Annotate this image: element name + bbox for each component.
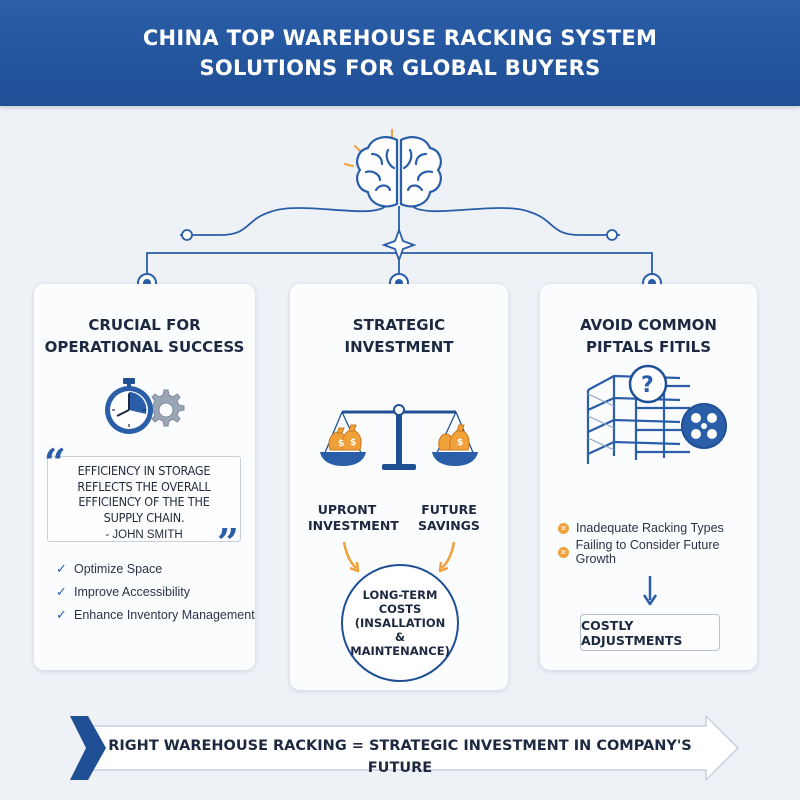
quote-text: EFFICIENCY IN STORAGE REFLECTS THE OVERA… xyxy=(48,463,240,525)
arrow-down-icon xyxy=(642,576,658,606)
svg-text:?: ? xyxy=(641,373,654,398)
checkmark-icon: ✓ xyxy=(56,606,67,622)
costly-adjustments-box: COSTLY ADJUSTMENTS xyxy=(580,614,720,651)
converging-arrows-icon xyxy=(342,541,456,573)
svg-text:$: $ xyxy=(457,438,463,448)
costs-line3: & MAINTENANCE) xyxy=(350,630,450,658)
card3-title-line2: PIFTALS FITILS xyxy=(585,338,712,356)
costs-line2: (INSALLATION xyxy=(354,616,446,630)
racking-question-icon: ? xyxy=(586,364,727,464)
list-item: ✕ Inadequate Racking Types xyxy=(558,516,757,540)
card1-title: CRUCIAL FOR OPERATIONAL SUCCESS xyxy=(34,314,255,358)
upfront-label-line2: INVESTMENT xyxy=(308,518,399,533)
future-label-line2: SAVINGS xyxy=(418,518,480,533)
checklist-item-label: Improve Accessibility xyxy=(74,584,191,599)
quote-author: - JOHN SMITH xyxy=(105,529,183,541)
future-savings-label: FUTURE SAVINGS xyxy=(414,502,484,534)
quote-box: EFFICIENCY IN STORAGE REFLECTS THE OVERA… xyxy=(47,456,241,542)
upfront-label-line1: UPRONT xyxy=(317,502,377,517)
header-banner: CHINA TOP WAREHOUSE RACKING SYSTEM SOLUT… xyxy=(0,0,800,106)
brain-icon xyxy=(356,136,442,208)
banner-arrow xyxy=(70,714,740,782)
upfront-investment-label: UPRONT INVESTMENT xyxy=(308,502,399,534)
card1-title-line1: CRUCIAL FOR xyxy=(88,316,201,334)
checklist-item-label: Optimize Space xyxy=(74,561,163,576)
quote-line2: REFLECTS THE OVERALL xyxy=(77,478,211,494)
pitfall-label: Failing to Consider Future Growth xyxy=(575,538,720,566)
card3-title-line1: AVOID COMMON xyxy=(580,316,717,334)
list-item: ✓ Enhance Inventory Management xyxy=(56,603,255,626)
checklist-item-label: Enhance Inventory Management xyxy=(74,607,255,622)
costs-line1: LONG-TERM COSTS xyxy=(362,588,438,616)
page-title-line1: CHINA TOP WAREHOUSE RACKING SYSTEM xyxy=(142,26,658,50)
checkmark-icon: ✓ xyxy=(56,583,67,599)
close-quote-icon: ” xyxy=(217,520,239,565)
quote-line3: EFFICIENCY OF THE THE xyxy=(78,494,210,509)
banner-text: RIGHT WAREHOUSE RACKING = STRATEGIC INVE… xyxy=(108,738,692,776)
future-label-line1: FUTURE xyxy=(421,502,477,517)
warning-x-icon: ✕ xyxy=(558,522,569,534)
card-strategic-investment: STRATEGIC INVESTMENT $ $ $ xyxy=(290,284,508,690)
card2-title: STRATEGIC INVESTMENT xyxy=(290,314,508,358)
open-quote-icon: “ xyxy=(44,440,66,485)
pitfall-list: ✕ Inadequate Racking Types ✕ Failing to … xyxy=(558,516,757,566)
card-operational-success: CRUCIAL FOR OPERATIONAL SUCCESS EFFICIEN… xyxy=(34,284,255,670)
quote-line1: EFFICIENCY IN STORAGE xyxy=(77,463,211,478)
card2-title-line1: STRATEGIC xyxy=(352,316,446,334)
page-title-line2: SOLUTIONS FOR GLOBAL BUYERS xyxy=(199,56,601,80)
card2-title-line2: INVESTMENT xyxy=(344,338,454,356)
warning-x-icon: ✕ xyxy=(558,546,569,558)
balance-scale-icon: $ $ $ xyxy=(320,404,478,470)
list-item: ✕ Failing to Consider Future Growth xyxy=(558,538,757,566)
connector-lines xyxy=(137,129,662,293)
long-term-costs-circle: LONG-TERM COSTS (INSALLATION & MAINTENAN… xyxy=(341,564,459,682)
card1-title-line2: OPERATIONAL SUCCESS xyxy=(44,338,245,356)
list-item: ✓ Improve Accessibility xyxy=(56,580,255,603)
sparkle-icon xyxy=(381,227,417,263)
long-term-costs-text: LONG-TERM COSTS (INSALLATION & MAINTENAN… xyxy=(342,588,458,658)
quote-line4: SUPPLY CHAIN. xyxy=(103,509,185,525)
stopwatch-gear-icon xyxy=(105,378,185,434)
list-item: ✓ Optimize Space xyxy=(56,557,255,580)
card3-title: AVOID COMMON PIFTALS FITILS xyxy=(540,314,757,358)
card-avoid-pitfalls: AVOID COMMON PIFTALS FITILS ? xyxy=(540,284,757,670)
pitfall-label: Inadequate Racking Types xyxy=(576,521,724,535)
checklist: ✓ Optimize Space ✓ Improve Accessibility… xyxy=(56,557,255,626)
svg-text:$: $ xyxy=(350,438,356,448)
checkmark-icon: ✓ xyxy=(56,560,67,576)
svg-text:$: $ xyxy=(338,439,344,449)
